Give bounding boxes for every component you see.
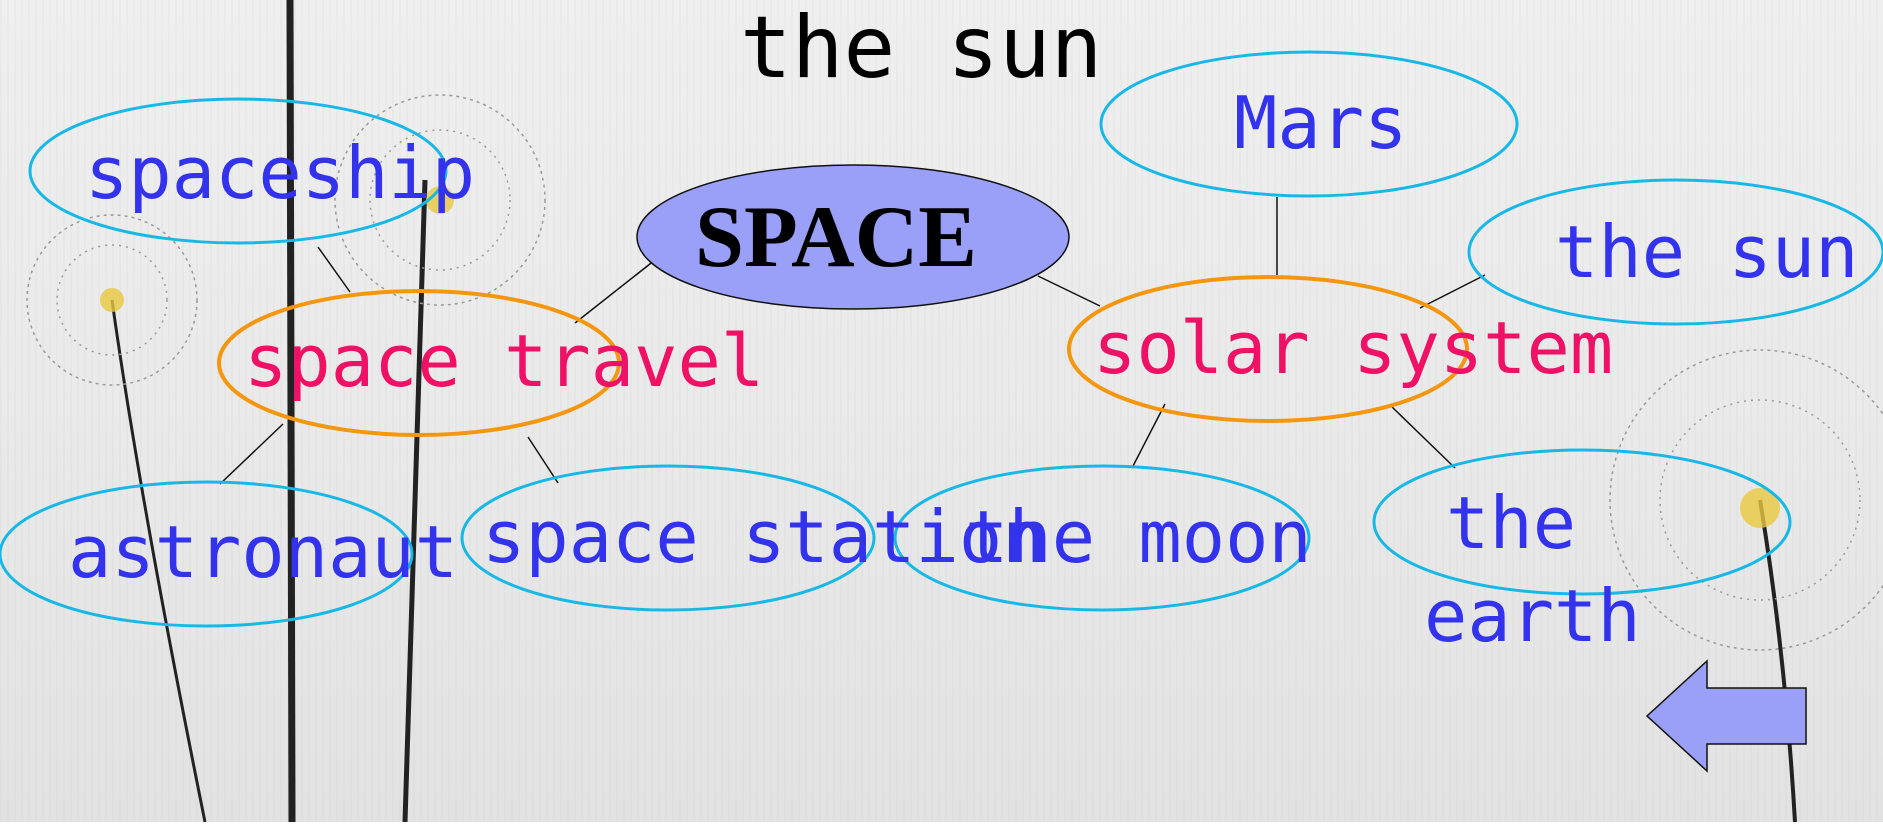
spaceship-label: spaceship (85, 137, 475, 209)
connector-space-travel-to-spaceship (318, 247, 350, 292)
the-earth-label-line1: the (1446, 487, 1576, 559)
the-sun-label: the sun (1555, 216, 1858, 288)
connector-solar-system-to-the-earth (1390, 405, 1455, 468)
connector-space-travel-to-astronaut (220, 424, 283, 484)
the-earth-label-line2: earth (1424, 580, 1641, 652)
connector-solar-system-to-the-moon (1132, 404, 1165, 468)
connector-solar-system-to-the-sun (1420, 275, 1485, 308)
connector-space-to-space-travel (575, 260, 655, 323)
connector-space-travel-to-space-station (528, 437, 558, 483)
bottom-strip (0, 822, 1883, 828)
space-travel-label: space travel (244, 325, 764, 397)
the-earth-ellipse (1374, 450, 1790, 594)
center-label: SPACE (695, 194, 977, 282)
mars-label: Mars (1234, 87, 1407, 159)
page-title: the sun (740, 5, 1102, 91)
solar-system-label: solar system (1093, 312, 1613, 384)
the-moon-label: the moon (965, 501, 1312, 573)
connector-space-to-solar-system (1038, 276, 1100, 306)
astronaut-label: astronaut (68, 516, 458, 588)
space-station-label: space station (482, 501, 1046, 573)
dandelion-decoration (112, 0, 1795, 822)
